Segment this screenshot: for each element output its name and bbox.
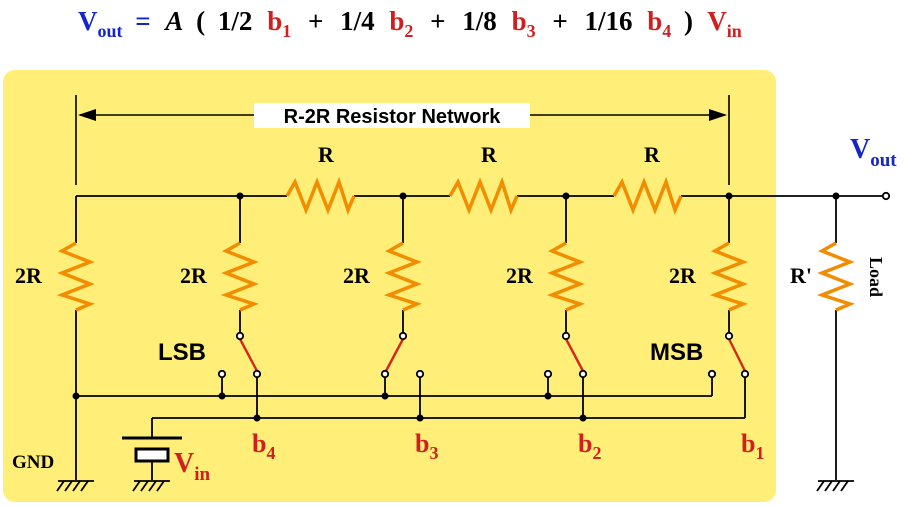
series-resistor-1 [285,176,356,215]
eq-t2-sub: 2 [404,21,413,41]
eq-t2-b: b [389,6,404,36]
eq-t1-coef: 1/2 [218,6,253,36]
load-label: Load [866,257,886,297]
eq-t2-coef: 1/4 [340,6,375,36]
shunt-resistor-3 [546,241,585,312]
series-label-3: R [644,142,661,167]
gnd-label: GND [12,452,54,473]
dac-equation: Vout = A ( 1/2 b1 + 1/4 b2 + 1/8 b3 + 1/… [78,6,742,43]
arrow-head-left [78,109,96,121]
shunt-label-0: 2R [15,263,43,288]
series-resistor-2 [448,176,519,215]
eq-t4-sub: 4 [662,21,671,41]
network-label-bg [254,103,530,128]
vout-label: Vout [850,134,897,171]
eq-t1-sub: 1 [282,21,291,41]
switch-blades [238,338,747,372]
switch-contacts [217,191,891,379]
load-resistor [816,241,855,312]
eq-plus-2: + [430,6,445,36]
shunt-label-4: 2R [669,263,697,288]
switch-blade-b4 [238,338,259,372]
ground-icon-left [56,480,94,492]
eq-lhs-sub: out [98,21,123,41]
vin-label: Vin [174,448,211,485]
bit-label-b2: b2 [578,429,601,463]
bit-label-b1: b1 [741,429,764,463]
eq-equals: = [135,6,150,36]
ground-icon-battery [132,480,170,492]
eq-close-paren: ) [684,6,693,36]
shunt-resistor-4 [709,241,748,312]
switch-blade-b1 [727,338,747,372]
eq-t3-coef: 1/8 [462,6,497,36]
bit-label-b4: b4 [252,429,275,463]
eq-plus-1: + [308,6,323,36]
circuit-panel [3,70,776,502]
series-label-2: R [481,142,498,167]
msb-label: MSB [650,339,703,366]
shunt-resistor-0 [56,241,95,312]
junction-dots [72,192,840,422]
bit-label-b3: b3 [415,429,438,463]
eq-plus-3: + [552,6,567,36]
ground-icon-load [816,480,854,492]
shunt-resistor-1 [220,241,259,312]
eq-open-paren: ( [196,6,205,36]
eq-rhs-sub: in [727,21,742,41]
shunt-resistor-2 [383,241,422,312]
network-label: R-2R Resistor Network [284,106,502,128]
eq-t4-b: b [647,6,662,36]
eq-gain: A [163,6,183,36]
series-resistors [285,176,683,215]
load-resistor-label: R' [790,263,812,288]
switch-blade-b2 [564,338,585,372]
arrow-head-right [709,109,727,121]
battery-icon [122,436,182,463]
eq-t3-sub: 3 [527,21,536,41]
series-resistor-3 [612,176,683,215]
eq-rhs-v: V [707,6,727,36]
eq-t1-b: b [267,6,282,36]
series-label-1: R [318,142,335,167]
eq-t3-b: b [512,6,527,36]
shunt-label-3: 2R [506,263,534,288]
eq-lhs-v: V [78,6,98,36]
shunt-resistors [56,241,855,312]
switch-blade-b3 [384,338,405,372]
shunt-label-2: 2R [343,263,371,288]
shunt-label-1: 2R [180,263,208,288]
lsb-label: LSB [158,339,206,366]
eq-t4-coef: 1/16 [584,6,632,36]
